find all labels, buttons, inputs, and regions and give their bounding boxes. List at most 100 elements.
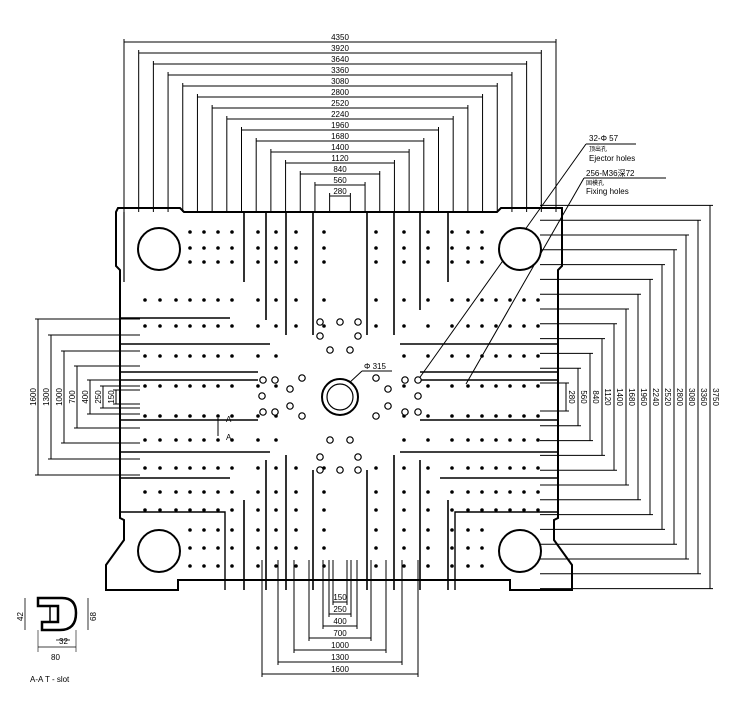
fixing-hole — [143, 354, 147, 358]
fixing-hole — [230, 384, 234, 388]
fixing-hole — [466, 564, 470, 568]
bottom-dim-label: 1000 — [331, 641, 349, 650]
fixing-hole — [466, 354, 470, 358]
fixing-hole — [216, 230, 220, 234]
fixing-hole — [402, 466, 406, 470]
top-dim-label: 3360 — [331, 66, 349, 75]
fixing-hole — [174, 354, 178, 358]
tie-bar-hole-bottom-right — [498, 529, 542, 573]
fixing-hole — [188, 466, 192, 470]
ejector-hole — [414, 392, 422, 400]
tie-bar-hole-top-left — [137, 227, 181, 271]
fixing-hole — [158, 490, 162, 494]
fixing-hole — [202, 414, 206, 418]
fixing-hole — [450, 528, 454, 532]
bottom-dim-label: 1600 — [331, 665, 349, 674]
fixing-hole — [450, 414, 454, 418]
fixing-hole — [230, 508, 234, 512]
fixing-hole — [426, 414, 430, 418]
fixing-hole — [256, 384, 260, 388]
ejector-hole — [316, 318, 324, 326]
fixing-hole — [158, 324, 162, 328]
fixing-hole — [256, 466, 260, 470]
fixing-hole — [216, 354, 220, 358]
left-dim-label: 1600 — [29, 388, 38, 406]
fixing-hole — [480, 324, 484, 328]
fixing-hole — [216, 508, 220, 512]
fixing-hole — [402, 260, 406, 264]
fixing-hole — [202, 466, 206, 470]
fixing-hole — [322, 324, 326, 328]
top-dim-label: 1680 — [331, 132, 349, 141]
fixing-hole — [322, 564, 326, 568]
fixing-hole — [402, 230, 406, 234]
fixing-hole — [143, 508, 147, 512]
fixing-hole — [256, 298, 260, 302]
fixing-hole — [158, 466, 162, 470]
fixing-hole — [230, 230, 234, 234]
fixing-hole — [480, 260, 484, 264]
fixing-hole — [466, 490, 470, 494]
fixing-hole — [450, 298, 454, 302]
ejector-holes — [258, 318, 422, 474]
fixing-hole — [402, 438, 406, 442]
fixing-hole — [230, 490, 234, 494]
fixing-hole — [230, 466, 234, 470]
fixing-hole — [508, 508, 512, 512]
ejector-hole — [259, 376, 267, 384]
fixing-hole — [494, 508, 498, 512]
fixing-hole — [508, 438, 512, 442]
fixing-hole — [450, 508, 454, 512]
dimension-lines — [35, 39, 713, 677]
top-dim-label: 840 — [333, 165, 347, 174]
fixing-hole — [522, 508, 526, 512]
fixing-hole — [374, 298, 378, 302]
fixing-hole — [230, 546, 234, 550]
fixing-hole — [256, 324, 260, 328]
ejector-hole — [401, 408, 409, 416]
fixing-hole — [216, 438, 220, 442]
fixing-chinese-label: 固模孔 — [586, 179, 604, 187]
fixing-hole — [230, 246, 234, 250]
fixing-hole — [294, 490, 298, 494]
fixing-hole — [274, 230, 278, 234]
fixing-hole — [202, 490, 206, 494]
fixing-hole — [426, 324, 430, 328]
fixing-hole — [274, 508, 278, 512]
fixing-holes — [143, 230, 540, 568]
fixing-hole — [402, 246, 406, 250]
fixing-hole — [202, 438, 206, 442]
fixing-hole — [256, 246, 260, 250]
right-dim-label: 1400 — [615, 388, 624, 406]
dimension-labels: 4350392036403360308028002520224019601680… — [29, 33, 720, 674]
fixing-hole — [174, 324, 178, 328]
fixing-hole — [158, 508, 162, 512]
fixing-hole — [256, 564, 260, 568]
fixing-hole — [466, 246, 470, 250]
fixing-hole — [274, 466, 278, 470]
fixing-hole — [450, 324, 454, 328]
fixing-hole — [450, 260, 454, 264]
fixing-hole — [158, 438, 162, 442]
fixing-hole — [216, 324, 220, 328]
fixing-hole — [216, 564, 220, 568]
ejector-hole — [316, 453, 324, 461]
fixing-hole — [158, 384, 162, 388]
fixing-hole — [522, 490, 526, 494]
fixing-hole — [143, 490, 147, 494]
fixing-hole — [294, 324, 298, 328]
fixing-hole — [494, 324, 498, 328]
fixing-hole — [374, 508, 378, 512]
platen-outline — [105, 207, 573, 591]
fixing-hole — [230, 298, 234, 302]
fixing-hole — [522, 324, 526, 328]
top-dim-label: 3080 — [331, 77, 349, 86]
fixing-hole — [216, 246, 220, 250]
fixing-hole — [230, 260, 234, 264]
right-dim-label: 2800 — [675, 388, 684, 406]
fixing-hole — [158, 414, 162, 418]
fixing-hole — [274, 354, 278, 358]
fixing-hole — [466, 324, 470, 328]
fixing-hole — [256, 354, 260, 358]
fixing-hole — [536, 298, 540, 302]
